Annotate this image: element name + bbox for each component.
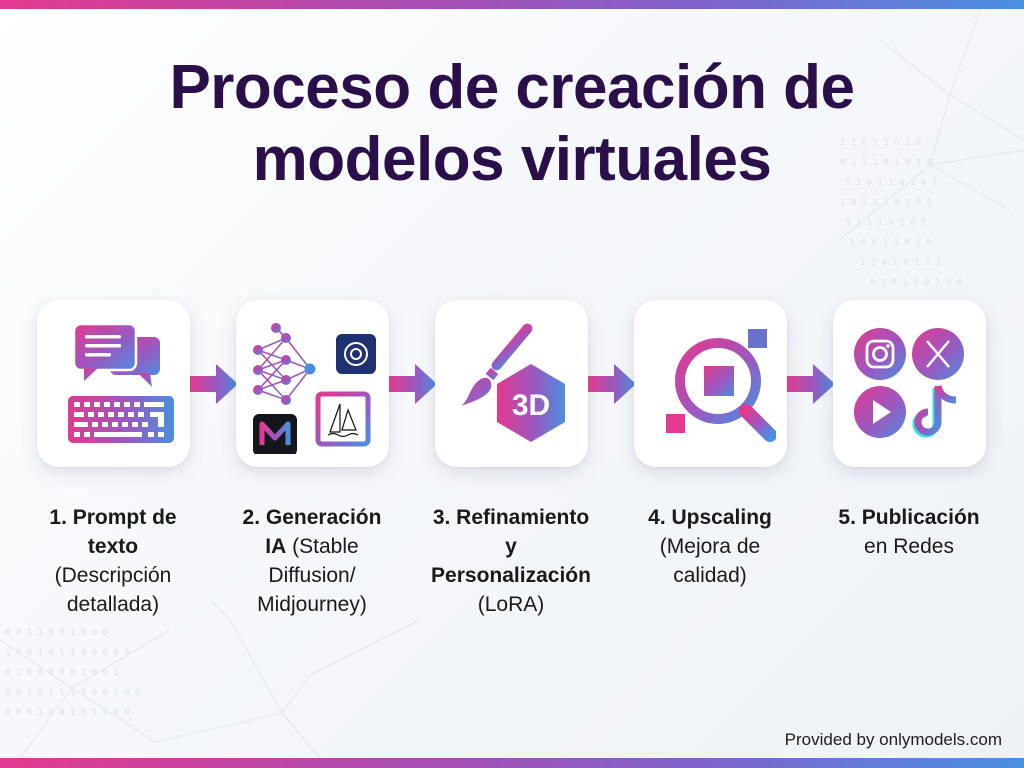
svg-text:1 0 0 1 0 1 1 0 0 0 0 0: 1 0 0 1 0 1 1 0 0 0 0 0 xyxy=(5,648,130,658)
step-5-card xyxy=(833,300,986,467)
keyboard-icon xyxy=(67,395,174,443)
top-gradient-bar xyxy=(0,0,1024,9)
step-4-card xyxy=(634,300,787,467)
step-5-subtitle-line-1: en Redes xyxy=(864,535,954,558)
title-line-2: modelos virtuales xyxy=(252,125,772,194)
step-2-label: 2. Generación IA (Stable Diffusion/ Midj… xyxy=(217,503,407,619)
svg-text:1 0 1 1 1 0 1 0 1: 1 0 1 1 1 0 1 0 1 xyxy=(840,198,932,208)
bottom-gradient-bar xyxy=(0,758,1024,768)
svg-text:0 0 1 1 0 0 1 0 0 0: 0 0 1 1 0 0 1 0 0 0 xyxy=(5,628,108,638)
step-1-card xyxy=(37,300,190,467)
step-5-title-line-1: 5. Publicación xyxy=(838,506,980,529)
step-1-label: 1. Prompt de texto (Descripción detallad… xyxy=(18,503,208,619)
step-2-card xyxy=(236,300,389,467)
svg-text:0 1 0 1 0 0 1 0 0: 0 1 0 1 0 0 1 0 0 xyxy=(870,278,962,288)
3d-hexagon-icon: 3D xyxy=(496,363,565,442)
step-4-title-line-1: 4. Upscaling xyxy=(648,506,772,529)
openai-logo-icon xyxy=(335,333,376,374)
m-logo-icon xyxy=(252,413,297,454)
arrow-right-icon xyxy=(389,364,437,404)
midjourney-chip-icon xyxy=(309,385,376,452)
tiktok-icon xyxy=(912,384,956,437)
step-3-label: 3. Refinamiento y Personalización (LoRA) xyxy=(416,503,606,619)
step-2-title-line-1: 2. Generación xyxy=(242,506,382,529)
arrow-right-icon xyxy=(190,364,238,404)
x-twitter-icon xyxy=(911,327,964,380)
paintbrush-icon xyxy=(460,323,532,406)
page-title: Proceso de creación de modelos virtuales xyxy=(0,52,1024,196)
social-networks-icon xyxy=(853,327,964,438)
svg-text:3D: 3D xyxy=(511,389,549,422)
svg-text:1 0 0 1 1 0 1 0: 1 0 0 1 1 0 1 0 xyxy=(850,238,931,248)
refine-3d-icon: 3D xyxy=(460,323,565,442)
svg-text:0 1 0 0 0 0 0 1 0 0 1: 0 1 0 0 0 0 0 1 0 0 1 xyxy=(5,668,119,678)
step-3-title-line-1: 3. Refinamiento xyxy=(432,506,590,529)
youtube-play-icon xyxy=(853,385,906,438)
step-1-title-line-1: 1. Prompt de xyxy=(49,506,177,529)
step-4-subtitle-line-1: (Mejora de xyxy=(659,535,761,558)
step-3-title-line-2: y xyxy=(505,535,517,558)
step-2-subtitle-line-3: Midjourney) xyxy=(257,593,367,616)
instagram-icon xyxy=(853,327,906,380)
svg-text:0 0 0 1 0 0 1 0 1 1 0 0: 0 0 0 1 0 0 1 0 1 1 0 0 xyxy=(5,708,130,718)
step-4-label: 4. Upscaling (Mejora de calidad) xyxy=(615,503,805,590)
magnifier-pixels-icon xyxy=(665,328,776,442)
step-1-subtitle-line-1: (Descripción xyxy=(54,564,172,587)
svg-text:1 1 0 1 0 1 1 1: 1 1 0 1 0 1 1 1 xyxy=(860,258,941,268)
svg-text:0 0 1 0 1 1 1 0 0 0 1 0 0: 0 0 1 0 1 1 1 0 0 0 1 0 0 xyxy=(5,688,140,698)
ai-models-icon xyxy=(252,322,376,454)
step-5-label: 5. Publicación en Redes xyxy=(814,503,1004,561)
step-3-subtitle-line-1: (LoRA) xyxy=(477,593,545,616)
footer-credit: Provided by onlymodels.com xyxy=(784,730,1002,749)
step-2-subtitle-line-1: (Stable xyxy=(292,535,359,558)
step-2-subtitle-line-2: Diffusion/ xyxy=(268,564,356,587)
step-3-card: 3D xyxy=(435,300,588,467)
svg-text:0 1 1 1 0 1 0 1: 0 1 1 1 0 1 0 1 xyxy=(845,218,926,228)
chat-bubbles-icon xyxy=(72,322,160,387)
step-4-subtitle-line-2: calidad) xyxy=(673,564,747,587)
chat-keyboard-icon xyxy=(67,322,174,443)
step-1-subtitle-line-2: detallada) xyxy=(66,593,160,616)
step-2-title-line-2: IA xyxy=(265,535,287,558)
title-line-1: Proceso de creación de xyxy=(169,53,855,122)
step-1-title-line-2: texto xyxy=(87,535,139,558)
step-3-title-line-3: Personalización xyxy=(431,564,591,587)
arrow-right-icon xyxy=(787,364,835,404)
arrow-right-icon xyxy=(588,364,636,404)
